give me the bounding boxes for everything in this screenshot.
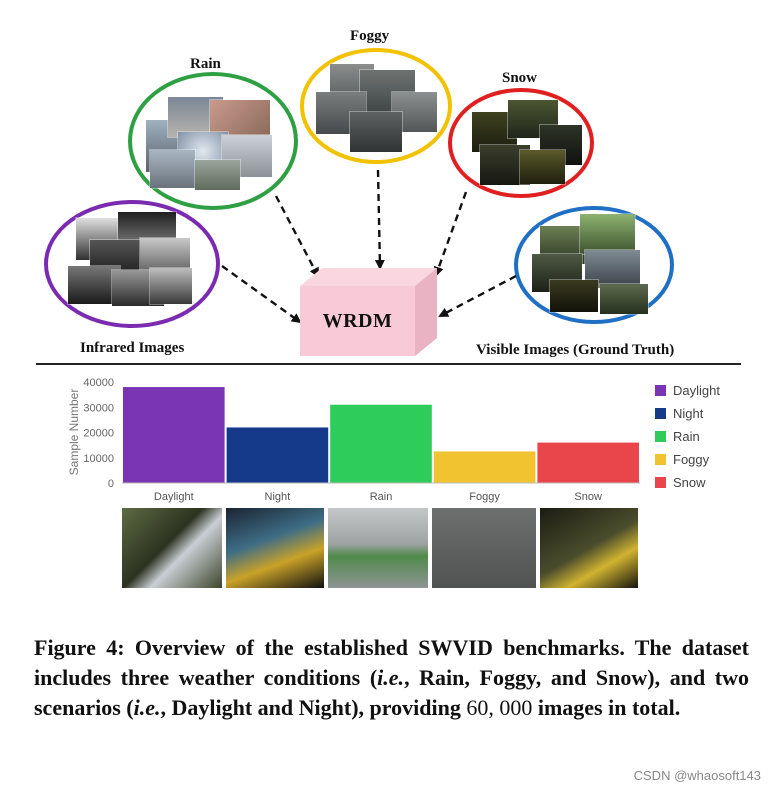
arrow-snow: [434, 191, 468, 277]
caption-ie: i.e.: [133, 695, 161, 720]
x-tick-label: Snow: [574, 491, 602, 503]
foggy-label: Foggy: [350, 28, 390, 44]
visible-label: Visible Images (Ground Truth): [476, 342, 675, 358]
visible-image: [550, 280, 598, 312]
rain-ellipse: [128, 72, 298, 210]
figure-caption: Figure 4: Overview of the established SW…: [34, 633, 749, 723]
bars: [122, 387, 640, 484]
legend-label: Night: [673, 405, 704, 421]
snow-label: Snow: [502, 70, 538, 86]
x-tick-label: Rain: [370, 491, 393, 503]
bar-night: [226, 427, 329, 483]
foggy-image: [350, 112, 402, 152]
arrow-rain: [274, 195, 320, 278]
arrow-infrared: [221, 265, 302, 324]
x-tick-label: Daylight: [154, 491, 194, 503]
y-tick-label: 30000: [83, 402, 114, 414]
rain-image: [210, 100, 270, 138]
infrared-image: [68, 266, 120, 304]
sample-image-night: [226, 508, 324, 588]
caption-text: Figure 4: Overview of the established SW…: [34, 635, 749, 690]
wrdm-label: WRDM: [322, 310, 393, 332]
legend-item-snow: Snow: [655, 473, 706, 491]
legend-swatch: [655, 430, 666, 442]
arrows: [221, 169, 517, 324]
bar-rain: [330, 404, 432, 483]
y-tick-label: 20000: [83, 428, 114, 440]
snow-ellipse: [448, 88, 594, 198]
x-axis: Daylight Night Rain Foggy Snow: [154, 491, 602, 503]
visible-ellipse: [514, 206, 674, 324]
caption-number: 60, 000: [466, 695, 533, 720]
visible-image: [580, 214, 635, 254]
sample-image-rain: [328, 508, 428, 588]
foggy-ellipse: [300, 48, 452, 164]
rain-label: Rain: [190, 56, 221, 72]
y-axis: 40000 30000 20000 10000 0: [83, 377, 114, 490]
legend-item-rain: Rain: [655, 427, 700, 445]
caption-text: images in total.: [532, 695, 681, 720]
caption-text: , Daylight and Night), providing: [160, 695, 467, 720]
sample-image-foggy: [432, 508, 536, 588]
infrared-image: [150, 268, 192, 304]
arrow-visible: [438, 274, 517, 318]
bar-chart: 40000 30000 20000 10000 0 Daylight Night Rain F…: [67, 377, 640, 503]
legend-item-daylight: Daylight: [655, 381, 720, 399]
legend-swatch: [655, 453, 666, 465]
legend-item-foggy: Foggy: [655, 450, 709, 468]
wrdm-box: [300, 268, 437, 356]
rain-image: [150, 150, 195, 188]
infrared-label: Infrared Images: [80, 340, 185, 356]
y-tick-label: 40000: [83, 377, 114, 389]
y-axis-label: Sample Number: [67, 389, 81, 476]
legend-item-night: Night: [655, 404, 703, 422]
x-tick-label: Foggy: [469, 491, 500, 503]
snow-image: [520, 150, 565, 184]
bar-snow: [537, 442, 639, 483]
legend-label: Snow: [673, 474, 706, 490]
legend-swatch: [655, 384, 666, 396]
x-tick-label: Night: [265, 491, 291, 503]
y-tick-label: 0: [108, 478, 114, 490]
infrared-ellipse: [44, 200, 220, 328]
sample-image-snow: [540, 508, 638, 588]
bar-foggy: [433, 451, 536, 483]
legend-label: Rain: [673, 428, 700, 444]
legend-swatch: [655, 407, 666, 419]
arrow-foggy: [374, 169, 385, 270]
legend-label: Daylight: [673, 382, 720, 398]
caption-text: , Rain, Foggy, and Snow), and two scenar…: [34, 665, 749, 720]
divider: [36, 363, 741, 365]
sample-image-daylight: [122, 508, 222, 588]
visible-image: [600, 284, 648, 314]
legend-swatch: [655, 476, 666, 488]
legend-label: Foggy: [673, 451, 710, 467]
bar-daylight: [123, 387, 225, 483]
caption-ie: i.e.: [377, 665, 405, 690]
watermark: CSDN @whaosoft143: [633, 768, 761, 783]
y-tick-label: 10000: [83, 453, 114, 465]
rain-image: [195, 160, 240, 190]
